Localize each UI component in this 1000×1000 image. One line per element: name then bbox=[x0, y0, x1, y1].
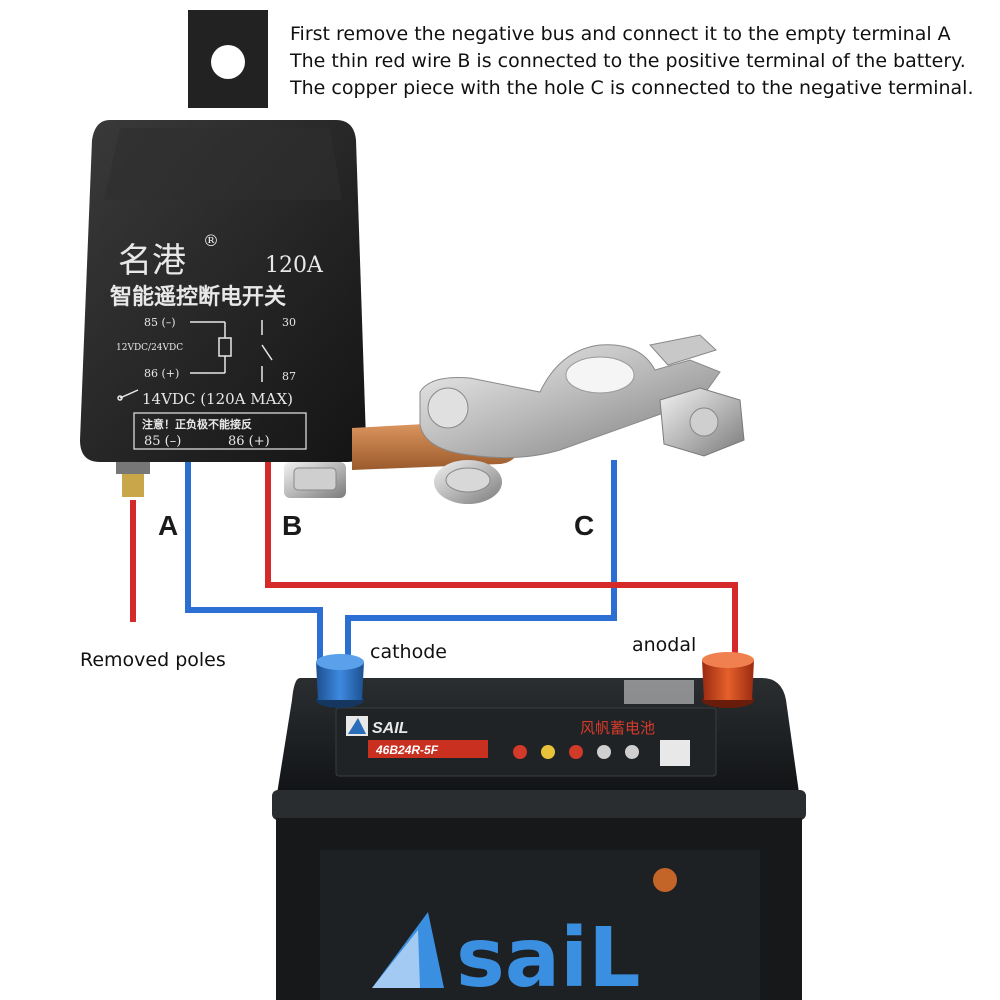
relay-spec: 14VDC (120A MAX) bbox=[142, 390, 293, 408]
relay-bottom-85: 85 (–) bbox=[144, 434, 181, 449]
terminal-label-a: A bbox=[158, 510, 179, 541]
relay-pin-30: 30 bbox=[282, 316, 296, 329]
battery-clamp bbox=[419, 334, 745, 459]
battery-model: 46B24R-5F bbox=[375, 743, 439, 757]
relay-pin-85: 85 (–) bbox=[144, 316, 176, 329]
relay-mounting-hole bbox=[211, 45, 245, 79]
relay-body bbox=[80, 120, 366, 462]
relay-label-panel: 名港 ® 120A 智能遥控断电开关 85 (–) 30 12VDC/24VDC… bbox=[110, 231, 324, 450]
cathode-label: cathode bbox=[370, 641, 447, 663]
negative-terminal bbox=[316, 654, 364, 708]
battery: SAIL 风帆蓄电池 46B24R-5F saiL bbox=[272, 652, 806, 1000]
battery-lid-rim bbox=[272, 790, 806, 820]
relay-coil-voltage: 12VDC/24VDC bbox=[116, 343, 183, 353]
instruction-line-2: The thin red wire B is connected to the … bbox=[290, 50, 966, 72]
anodal-label: anodal bbox=[632, 634, 697, 656]
battery-warning-icons bbox=[513, 740, 690, 766]
instruction-line-1: First remove the negative bus and connec… bbox=[290, 23, 951, 45]
terminal-label-b: B bbox=[282, 510, 303, 541]
wire-b-red bbox=[265, 458, 738, 660]
wire-a-blue bbox=[185, 458, 323, 660]
wire-c-blue bbox=[345, 460, 617, 660]
removed-poles-label: Removed poles bbox=[80, 649, 226, 671]
terminal-label-c: C bbox=[574, 510, 595, 541]
relay-rating: 120A bbox=[265, 253, 324, 278]
battery-front-logo: saiL bbox=[372, 868, 677, 1000]
battery-brand-small: SAIL bbox=[372, 720, 408, 737]
battery-brand-cn: 风帆蓄电池 bbox=[580, 719, 655, 737]
relay-schematic-icon bbox=[117, 320, 273, 401]
instruction-line-3: The copper piece with the hole C is conn… bbox=[290, 77, 974, 99]
relay bbox=[80, 10, 366, 498]
relay-product-name: 智能遥控断电开关 bbox=[110, 284, 286, 310]
relay-warning: 注意！正负极不能接反 bbox=[142, 417, 252, 431]
relay-bottom-86: 86 (+) bbox=[228, 434, 270, 449]
battery-brand-large: saiL bbox=[456, 911, 641, 1000]
relay-registered-mark: ® bbox=[203, 231, 219, 250]
relay-pin-87: 87 bbox=[282, 370, 296, 383]
positive-terminal bbox=[702, 652, 754, 708]
relay-brand: 名港 bbox=[118, 241, 186, 281]
relay-pin-86: 86 (+) bbox=[144, 367, 179, 380]
battery-label-strip bbox=[335, 707, 717, 777]
wires bbox=[130, 458, 738, 660]
copper-strap-c bbox=[352, 420, 520, 504]
